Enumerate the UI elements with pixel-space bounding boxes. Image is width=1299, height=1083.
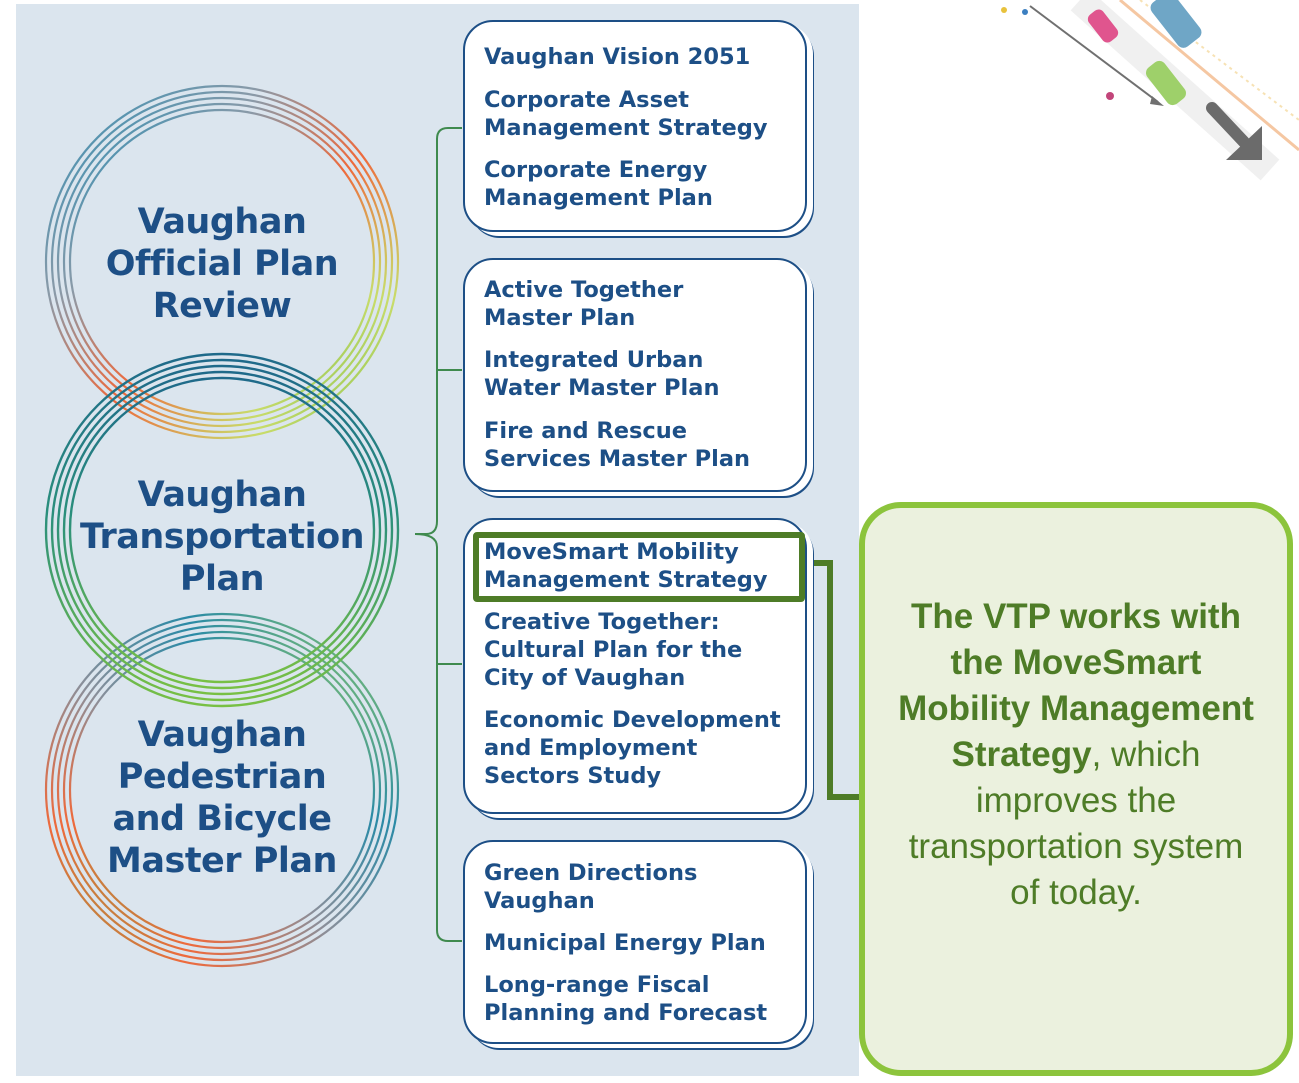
plan-group-box-1 bbox=[463, 20, 807, 232]
circle-label-pedestrian-bicycle-plan: Vaughan Pedestrian and Bicycle Master Pl… bbox=[107, 715, 337, 881]
street-illustration bbox=[1001, 0, 1299, 181]
ring-official-plan bbox=[44, 84, 400, 440]
ring-pedestrian-bicycle bbox=[44, 612, 400, 968]
ring-transportation bbox=[44, 352, 400, 708]
callout-rest-text: , which improves the transportation syst… bbox=[908, 735, 1244, 912]
plan-item-movesmart: MoveSmart Mobility Management Strategy bbox=[484, 539, 768, 593]
plan-group-box-4 bbox=[463, 840, 807, 1044]
callout-text: The VTP works with the MoveSmart Mobilit… bbox=[891, 594, 1261, 916]
circle-label-transportation-plan: Vaughan Transportation Plan bbox=[79, 475, 365, 599]
plan-item: Fire and Rescue Services Master Plan bbox=[484, 418, 751, 472]
plan-item: Green Directions Vaughan bbox=[484, 860, 698, 914]
callout-box bbox=[859, 502, 1293, 1076]
plan-item: Long-range Fiscal Planning and Forecast bbox=[484, 972, 768, 1026]
plan-item: Active Together Master Plan bbox=[484, 277, 684, 331]
circle-label-official-plan: Vaughan Official Plan Review bbox=[105, 202, 339, 326]
plan-item: Vaughan Vision 2051 bbox=[484, 44, 751, 70]
plan-group-box-2 bbox=[463, 258, 807, 492]
connector-bracket bbox=[414, 127, 462, 942]
highlight-connector bbox=[806, 560, 862, 800]
plan-item: Corporate Asset Management Strategy bbox=[484, 87, 768, 141]
plan-item: Municipal Energy Plan bbox=[484, 930, 766, 956]
callout-bold-text: The VTP works with the MoveSmart Mobilit… bbox=[898, 597, 1254, 774]
movesmart-highlight bbox=[473, 532, 805, 602]
plan-item: Integrated Urban Water Master Plan bbox=[484, 347, 720, 401]
plan-item: Economic Development and Employment Sect… bbox=[484, 707, 781, 789]
plan-group-box-3 bbox=[463, 518, 807, 814]
plan-item: Corporate Energy Management Plan bbox=[484, 157, 713, 211]
plan-item: Creative Together: Cultural Plan for the… bbox=[484, 609, 743, 691]
